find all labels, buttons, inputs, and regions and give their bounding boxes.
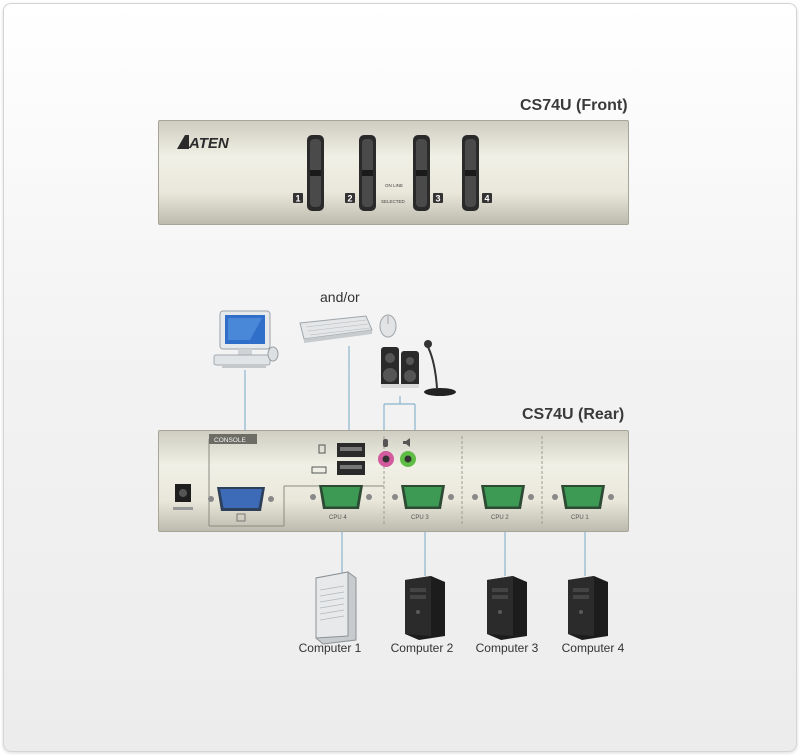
front-panel: ATEN 1 2 3 4 ON LINE SELECTED bbox=[158, 120, 629, 225]
svg-text:1: 1 bbox=[296, 194, 301, 204]
port-button-4[interactable] bbox=[462, 135, 479, 211]
port-button-1[interactable] bbox=[307, 135, 324, 211]
port-number-2: 2 bbox=[345, 193, 355, 204]
computer-label-2: Computer 2 bbox=[390, 641, 454, 655]
computer-label-1: Computer 1 bbox=[298, 641, 362, 655]
cpu-port-3-icon bbox=[392, 485, 454, 509]
port-button-3[interactable] bbox=[413, 135, 430, 211]
speakers-icon bbox=[381, 347, 419, 388]
pc-mouse-icon bbox=[267, 346, 279, 362]
port-number-3: 3 bbox=[433, 193, 443, 204]
speaker-jack-icon bbox=[400, 438, 416, 467]
svg-text:4: 4 bbox=[485, 194, 490, 204]
keyboard-icon bbox=[299, 315, 373, 343]
cpu-port-2-icon bbox=[472, 485, 534, 509]
selected-led-label: SELECTED bbox=[381, 199, 406, 204]
cpu-port-label: CPU 1 bbox=[571, 515, 589, 521]
mouse-icon bbox=[379, 314, 397, 338]
monitor-icon bbox=[213, 310, 271, 368]
svg-text:2: 2 bbox=[348, 194, 353, 204]
front-title: CS74U (Front) bbox=[520, 97, 628, 114]
aten-logo-icon bbox=[177, 135, 189, 149]
cpu-port-1-icon bbox=[552, 485, 614, 509]
mic-jack-icon bbox=[378, 439, 394, 467]
rear-title: CS74U (Rear) bbox=[522, 406, 625, 423]
port-number-1: 1 bbox=[293, 193, 303, 204]
online-led-label: ON LINE bbox=[385, 183, 403, 188]
power-jack-icon bbox=[173, 484, 193, 510]
console-vga-port-icon bbox=[208, 487, 274, 522]
usb-ports-icon bbox=[311, 443, 365, 475]
rear-panel: CONSOLE bbox=[158, 430, 629, 532]
cpu-port-label: CPU 2 bbox=[491, 515, 509, 521]
brand-logo-text: ATEN bbox=[188, 135, 230, 152]
rear-panel-art: CONSOLE bbox=[173, 434, 614, 527]
microphone-icon bbox=[424, 340, 456, 396]
cpu-port-4-icon bbox=[310, 485, 372, 509]
computer-label-4: Computer 4 bbox=[561, 641, 625, 655]
cpu-port-label: CPU 4 bbox=[329, 515, 347, 521]
port-button-2[interactable] bbox=[359, 135, 376, 211]
port-number-4: 4 bbox=[482, 193, 492, 204]
svg-text:3: 3 bbox=[436, 194, 441, 204]
console-label: CONSOLE bbox=[214, 437, 246, 444]
computer-label-3: Computer 3 bbox=[475, 641, 539, 655]
cpu-port-label: CPU 3 bbox=[411, 515, 429, 521]
and-or-label: and/or bbox=[320, 289, 360, 305]
front-panel-art: ATEN 1 2 3 4 ON LINE SELECTED bbox=[177, 135, 492, 211]
